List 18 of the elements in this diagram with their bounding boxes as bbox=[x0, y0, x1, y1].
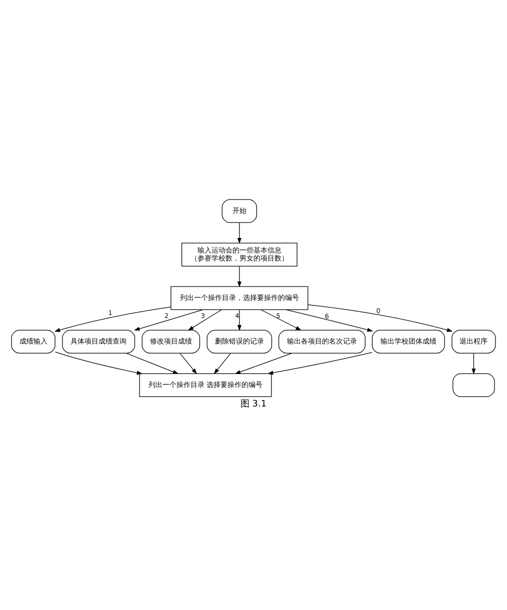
arrow bbox=[134, 308, 204, 330]
arrow bbox=[267, 352, 372, 374]
arrow bbox=[54, 306, 172, 332]
arrow bbox=[188, 308, 222, 330]
arrow bbox=[234, 352, 292, 374]
arrow bbox=[308, 304, 453, 332]
arrow bbox=[237, 309, 242, 330]
caption: 图 3.1 bbox=[240, 398, 267, 409]
arrow bbox=[260, 308, 302, 330]
arrow bbox=[237, 266, 242, 287]
arrow bbox=[214, 352, 231, 374]
node-box bbox=[452, 372, 495, 397]
arrow bbox=[126, 352, 179, 374]
arrow bbox=[286, 308, 374, 332]
arrow bbox=[54, 351, 143, 374]
arrow bbox=[472, 352, 476, 374]
arrow bbox=[237, 222, 242, 244]
arrow bbox=[180, 352, 197, 374]
